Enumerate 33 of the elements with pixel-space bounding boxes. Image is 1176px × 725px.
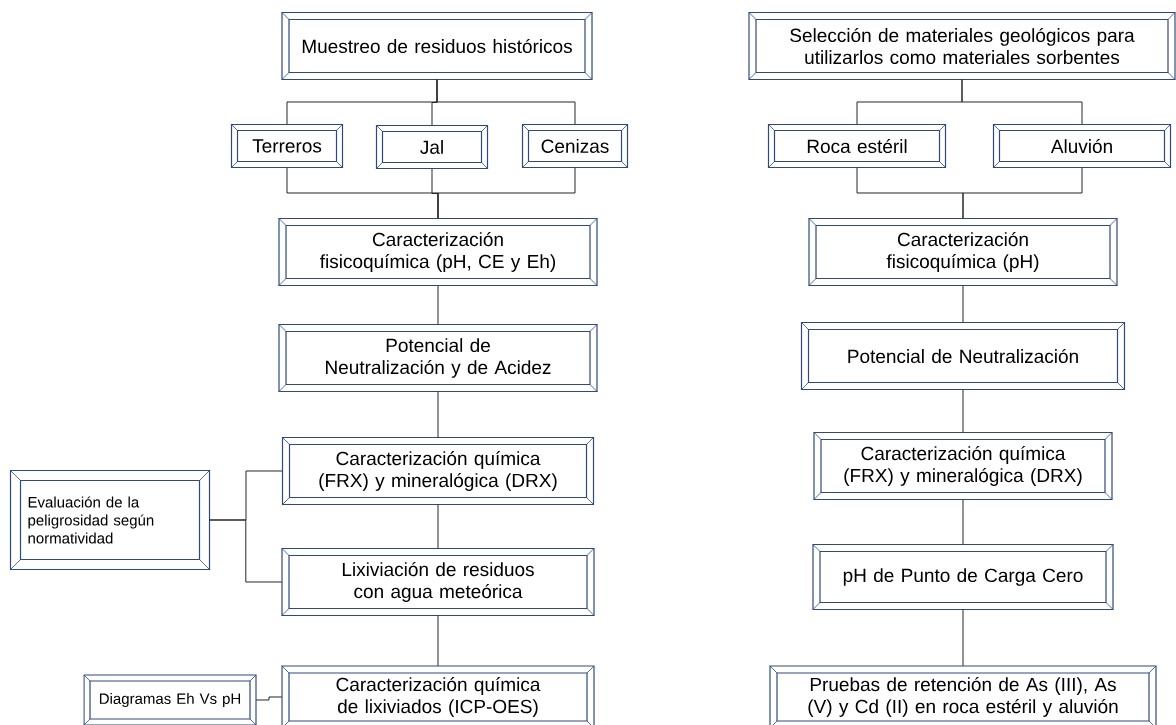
connector-line: [962, 609, 964, 667]
frame-box: Caracterización química de lixiviados (ICP-OES): [281, 665, 595, 725]
connector-line: [436, 79, 576, 125]
connector-line: [209, 519, 283, 583]
frame-box: Diagramas Eh Vs pH: [83, 674, 257, 725]
frame-box: Muestreo de residuos históricos: [281, 11, 593, 81]
frame-box: Potencial de Neutralización: [800, 321, 1126, 391]
frame-box: Caracterización fisicoquímica (pH): [808, 217, 1118, 287]
connector-line: [962, 499, 964, 545]
connector-line: [962, 285, 964, 323]
frame-box: Caracterización química (FRX) y mineralógica (DRX): [813, 431, 1113, 501]
connector-line: [437, 615, 439, 667]
connector-line: [962, 167, 1083, 219]
connector-line: [255, 696, 283, 701]
connector-line: [961, 79, 1083, 125]
frame-box: pH de Punto de Carga Cero: [812, 543, 1114, 611]
connector-line: [962, 389, 964, 433]
frame-box: Pruebas de retención de As (III), As (V) y Cd (II) en roca estéril y aluvión: [769, 665, 1157, 725]
frame-box: Selección de materiales geológicos para utilizarlos como materiales sorbentes: [748, 11, 1176, 81]
connector-line: [437, 504, 439, 549]
frame-box: Evaluación de la peligrosidad según normatividad: [9, 469, 211, 571]
frame-box: Terreros: [230, 123, 344, 169]
frame-box: Roca estéril: [767, 123, 947, 169]
connector-line: [437, 167, 576, 219]
frame-box: Cenizas: [521, 123, 629, 169]
frame-box: Jal: [375, 124, 489, 170]
connector-line: [437, 391, 439, 438]
frame-box: Caracterización fisicoquímica (pH, CE y Eh): [278, 217, 598, 287]
frame-box: Lixiviación de residuos con agua meteórica: [281, 547, 595, 617]
connector-line: [437, 285, 439, 325]
frame-box: Aluvión: [992, 123, 1172, 169]
frame-box: Potencial de Neutralización y de Acidez: [278, 323, 598, 393]
frame-box: Caracterización química (FRX) y mineralógica (DRX): [281, 436, 595, 506]
